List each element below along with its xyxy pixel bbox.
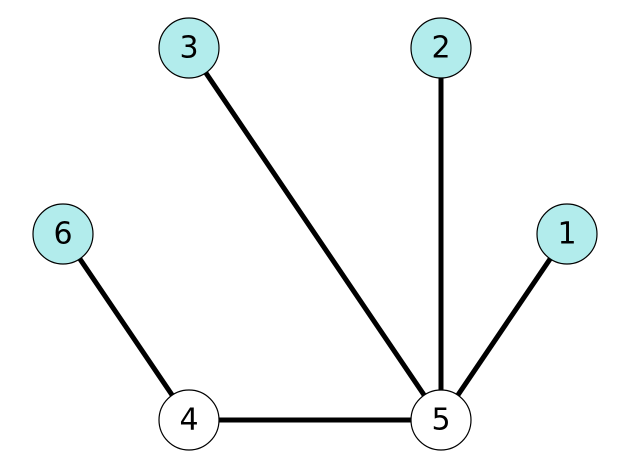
node-label-5: 5 xyxy=(431,403,450,438)
node-label-2: 2 xyxy=(431,31,450,66)
node-2: 2 xyxy=(410,17,472,79)
node-label-3: 3 xyxy=(179,31,198,66)
node-circle-3 xyxy=(158,17,220,79)
edge-1-5 xyxy=(438,232,570,422)
node-label-6: 6 xyxy=(53,217,72,252)
node-circle-6 xyxy=(32,203,94,265)
node-label-4: 4 xyxy=(179,403,198,438)
node-1: 1 xyxy=(536,203,598,265)
edge-3-5 xyxy=(186,46,444,422)
node-4: 4 xyxy=(158,389,220,451)
edge-6-4 xyxy=(60,232,192,422)
node-6: 6 xyxy=(32,203,94,265)
node-circle-4 xyxy=(158,389,220,451)
nodes-group: 1 2 3 4 5 6 xyxy=(32,17,598,451)
node-label-1: 1 xyxy=(557,217,576,252)
node-3: 3 xyxy=(158,17,220,79)
node-circle-2 xyxy=(410,17,472,79)
node-circle-1 xyxy=(536,203,598,265)
node-circle-5 xyxy=(410,389,472,451)
node-5: 5 xyxy=(410,389,472,451)
edges-group xyxy=(60,46,570,423)
